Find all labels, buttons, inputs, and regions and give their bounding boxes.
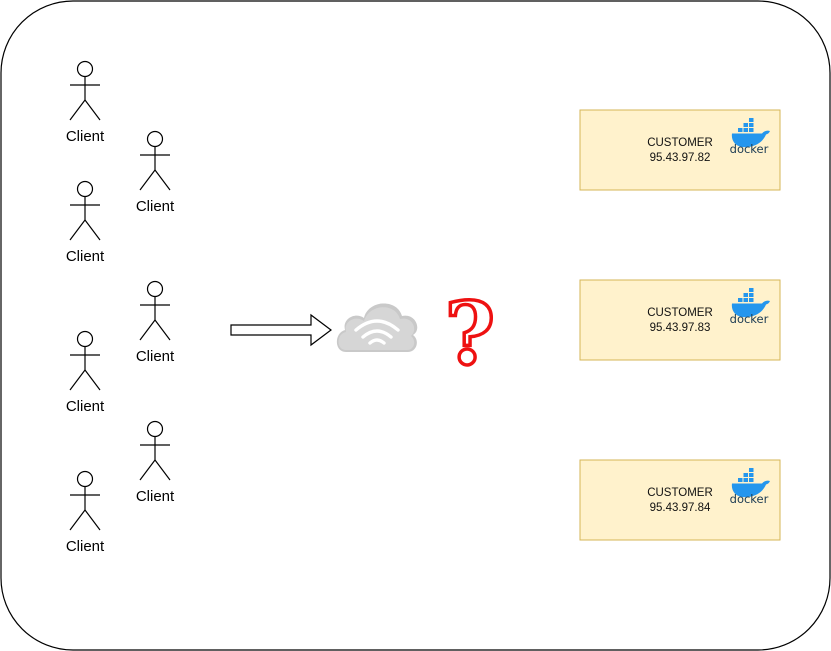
customer-ip: 95.43.97.84 [650,502,711,514]
client-4: Client [136,280,175,365]
stick-figure-icon [69,330,101,391]
client-label: Client [66,128,105,145]
stick-figure-icon [139,130,171,191]
wifi-cloud-icon [336,303,418,352]
customer-title: CUSTOMER [647,487,713,499]
customer-ip: 95.43.97.82 [650,152,711,164]
docker-whale-icon: docker [730,118,770,156]
client-label: Client [66,398,105,415]
customer-node-2: CUSTOMER 95.43.97.83 docker [579,279,781,361]
client-3: Client [66,180,105,265]
client-6: Client [136,420,175,505]
customer-ip: 95.43.97.83 [650,322,711,334]
question-mark: ? [445,284,495,385]
right-arrow-icon [230,313,332,347]
customer-title: CUSTOMER [647,137,713,149]
docker-logo-text: docker [730,492,769,506]
stick-figure-icon [139,420,171,481]
client-label: Client [136,488,175,505]
client-5: Client [66,330,105,415]
docker-logo-text: docker [730,142,769,156]
client-label: Client [66,538,105,555]
client-1: Client [66,60,105,145]
client-7: Client [66,470,105,555]
stick-figure-icon [69,60,101,121]
client-2: Client [136,130,175,215]
stick-figure-icon [139,280,171,341]
docker-whale-icon: docker [730,468,770,506]
customer-node-3: CUSTOMER 95.43.97.84 docker [579,459,781,541]
stick-figure-icon [69,180,101,241]
stick-figure-icon [69,470,101,531]
customer-node-1: CUSTOMER 95.43.97.82 docker [579,109,781,191]
docker-logo-text: docker [730,312,769,326]
client-label: Client [136,198,175,215]
customer-title: CUSTOMER [647,307,713,319]
client-label: Client [136,348,175,365]
client-label: Client [66,248,105,265]
docker-whale-icon: docker [730,288,770,326]
